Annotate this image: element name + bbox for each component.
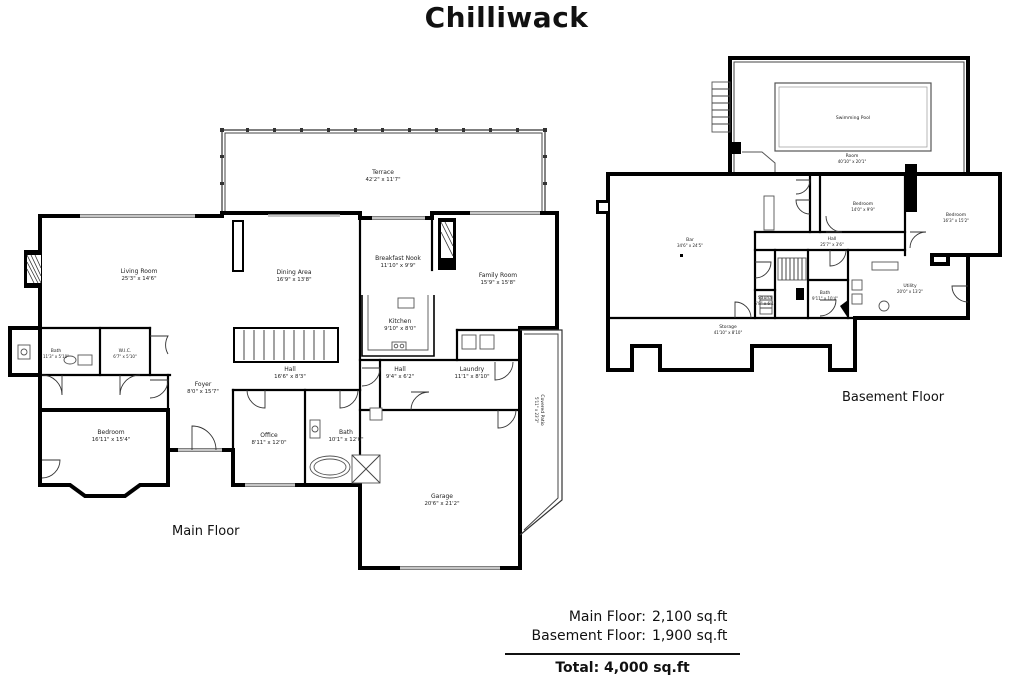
room-name: Hall [284, 366, 296, 373]
room-name: Office [260, 432, 278, 439]
fireplace-dining [232, 220, 244, 272]
room-dims: 11'10" x 9'9" [380, 263, 415, 269]
room-dims: 11'3" x 5'10" [43, 354, 69, 359]
room-name: Covered Patio [539, 394, 545, 425]
main-stairs [233, 327, 339, 363]
room-dims: 20'6" x 21'2" [424, 501, 459, 507]
room-name: Room [846, 153, 859, 159]
main-bath-fixtures [17, 344, 383, 484]
room-dims: 16'3" x 15'2" [943, 218, 969, 223]
summary-main-value: 2,100 sq.ft [652, 609, 728, 625]
summary-row-basement: Basement Floor: 1,900 sq.ft [505, 627, 740, 646]
room-name: Sauna [758, 295, 772, 301]
room-name: Foyer [195, 381, 212, 388]
room-name: Bedroom [946, 212, 966, 218]
room-name: Swimming Pool [836, 115, 870, 121]
swimming-pool [774, 82, 932, 152]
room-dims: 11'1" x 8'10" [454, 374, 489, 380]
room-dims: 5'8" x 6'1" [755, 301, 776, 306]
summary-total: Total: 4,000 sq.ft [555, 660, 690, 676]
room-name: Hall [394, 366, 406, 373]
main-floor-plan: Terrace 42'2" x 11'7" Living Room 25'3" … [8, 128, 563, 570]
room-name: Storage [719, 324, 737, 330]
room-dims: 34'6" x 24'5" [677, 243, 703, 248]
terrace-railing [220, 128, 547, 213]
room-name: Bedroom [853, 201, 873, 207]
basement-floor-label: Basement Floor [842, 390, 945, 405]
fireplace-family [438, 218, 456, 270]
room-dims: 10'1" x 12'0" [328, 437, 363, 443]
bar-counter [763, 195, 775, 231]
room-name: Dining Area [276, 269, 311, 276]
washer [461, 334, 477, 350]
room-dims: 9'4" x 6'2" [386, 374, 414, 380]
room-name: Kitchen [389, 318, 412, 325]
room-dims: 16'11" x 15'4" [92, 437, 131, 443]
room-dims: 42'2" x 11'7" [365, 177, 400, 183]
room-name: Laundry [460, 366, 485, 373]
basement-exterior-wall [606, 172, 1002, 372]
room-dims: 20'0" x 13'2" [897, 289, 923, 294]
room-dims: 15'9" x 15'8" [480, 280, 515, 286]
covered-patio-outline [519, 329, 563, 536]
room-name: Hall [828, 236, 837, 242]
summary-divider [505, 653, 740, 655]
basement-doors [734, 179, 969, 319]
room-name: Bath [820, 290, 831, 296]
basement-floor-plan: Swimming Pool Room 40'10" x 20'1" Bedroo… [596, 56, 1002, 372]
kitchen-counters [361, 295, 435, 357]
fireplace-left [24, 250, 42, 288]
main-room-labels: Terrace 42'2" x 11'7" Living Room 25'3" … [43, 169, 545, 507]
room-name: Bath [51, 348, 62, 354]
room-name: Family Room [479, 272, 517, 279]
pool-room-stairs [711, 81, 731, 133]
room-dims: 40'10" x 20'1" [838, 159, 867, 164]
summary-basement-label: Basement Floor: [531, 628, 646, 644]
room-dims: 6'7" x 5'10" [113, 354, 137, 359]
summary-main-label: Main Floor: [568, 609, 646, 625]
room-dims: 41'10" x 8'10" [714, 330, 743, 335]
room-name: Bath [339, 429, 353, 436]
room-dims: 9'11" x 10'4" [812, 296, 838, 301]
room-name: W.I.C. [119, 348, 132, 354]
room-name: Garage [431, 493, 453, 500]
room-dims: 5'11" x 23'3" [534, 397, 539, 423]
summary-row-main: Main Floor: 2,100 sq.ft [505, 608, 740, 627]
room-name: Utility [903, 283, 917, 289]
room-name: Breakfast Nook [375, 255, 421, 262]
area-summary: Main Floor: 2,100 sq.ft Basement Floor: … [505, 608, 740, 646]
room-dims: 16'6" x 8'3" [274, 374, 306, 380]
utility-fixtures [840, 261, 899, 318]
basement-stairs [759, 257, 807, 315]
plan-title: Chilliwack [424, 1, 589, 34]
main-doors [41, 335, 517, 479]
room-dims: 9'10" x 8'0" [384, 326, 416, 332]
room-dims: 25'7" x 3'6" [820, 242, 844, 247]
room-dims: 8'11" x 12'0" [251, 440, 286, 446]
room-name: Living Room [121, 268, 158, 275]
room-dims: 25'3" x 14'6" [121, 276, 156, 282]
room-dims: 8'0" x 15'7" [187, 389, 219, 395]
basement-room-labels: Swimming Pool Room 40'10" x 20'1" Bedroo… [677, 115, 969, 335]
room-dims: 14'0" x 9'9" [851, 207, 875, 212]
summary-basement-value: 1,900 sq.ft [652, 628, 728, 644]
room-name: Terrace [371, 169, 394, 176]
dryer [479, 334, 495, 350]
main-floor-label: Main Floor [172, 524, 240, 539]
room-dims: 16'9" x 13'8" [276, 277, 311, 283]
room-name: Bedroom [97, 429, 124, 436]
room-name: Bar [686, 237, 694, 243]
